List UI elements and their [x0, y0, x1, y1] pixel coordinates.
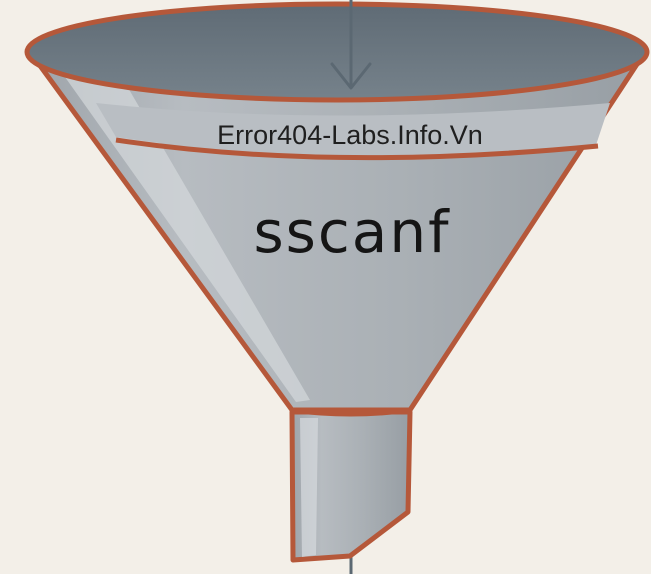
function-name-label: sscanf — [253, 198, 450, 266]
input-arrow-head-icon — [330, 62, 372, 90]
band-label: Error404-Labs.Info.Vn — [217, 120, 483, 150]
band-lower-edge — [115, 137, 599, 161]
funnel-rim — [24, 1, 650, 103]
funnel-band — [96, 103, 610, 156]
cone-highlight — [60, 70, 310, 402]
spout-highlight — [300, 418, 318, 557]
spout-ring — [291, 407, 411, 417]
